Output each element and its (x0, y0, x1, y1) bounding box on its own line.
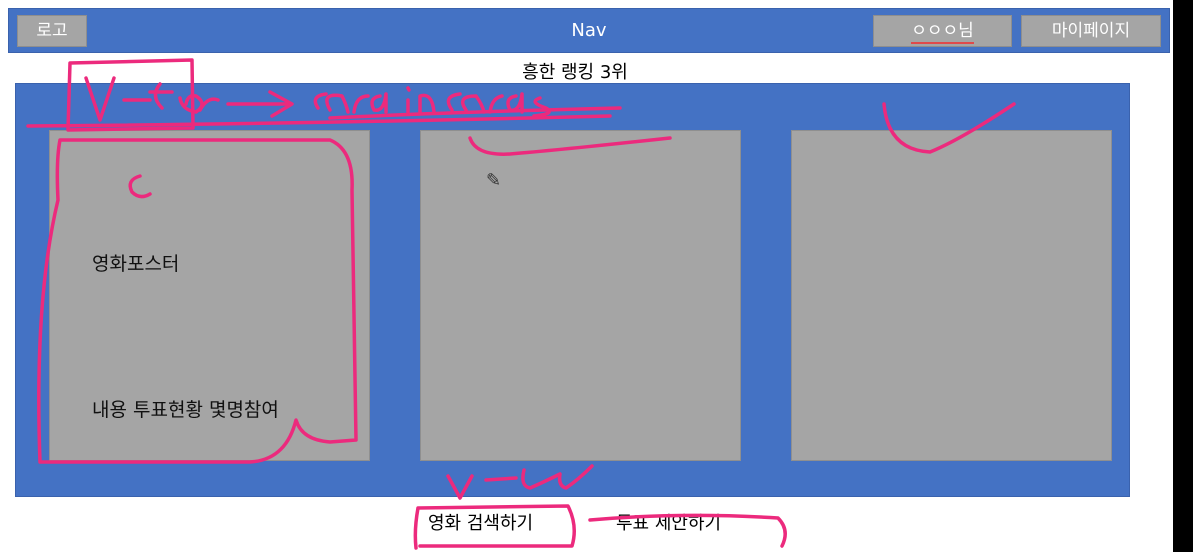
vote-suggest-link[interactable]: 투표 제안하기 (616, 513, 722, 534)
nav-title: Nav (571, 20, 607, 41)
movie-card-2[interactable] (420, 130, 741, 461)
vote-content-label: 내용 투표현황 몇명참여 (92, 395, 279, 422)
logo-label: 로고 (36, 21, 68, 41)
movie-poster-label: 영화포스터 (92, 253, 180, 275)
vote-content-text: 내용 투표현황 몇명참여 (92, 399, 279, 421)
logo-button[interactable]: 로고 (17, 15, 87, 47)
user-label: ㅇㅇㅇ님 (911, 21, 974, 44)
pencil-cursor-icon: ✎ (486, 170, 502, 191)
navbar: 로고 Nav ㅇㅇㅇ님 마이페이지 (8, 8, 1170, 53)
ranking-title: 흥한 랭킹 3위 (522, 62, 628, 83)
movie-card-3[interactable] (791, 130, 1112, 461)
movie-search-link[interactable]: 영화 검색하기 (428, 513, 534, 534)
mypage-button[interactable]: 마이페이지 (1021, 15, 1161, 47)
user-button[interactable]: ㅇㅇㅇ님 (873, 15, 1012, 47)
mypage-label: 마이페이지 (1051, 21, 1131, 41)
card-container: 영화포스터 내용 투표현황 몇명참여 (15, 83, 1130, 497)
movie-card-1[interactable]: 영화포스터 내용 투표현황 몇명참여 (49, 130, 370, 461)
